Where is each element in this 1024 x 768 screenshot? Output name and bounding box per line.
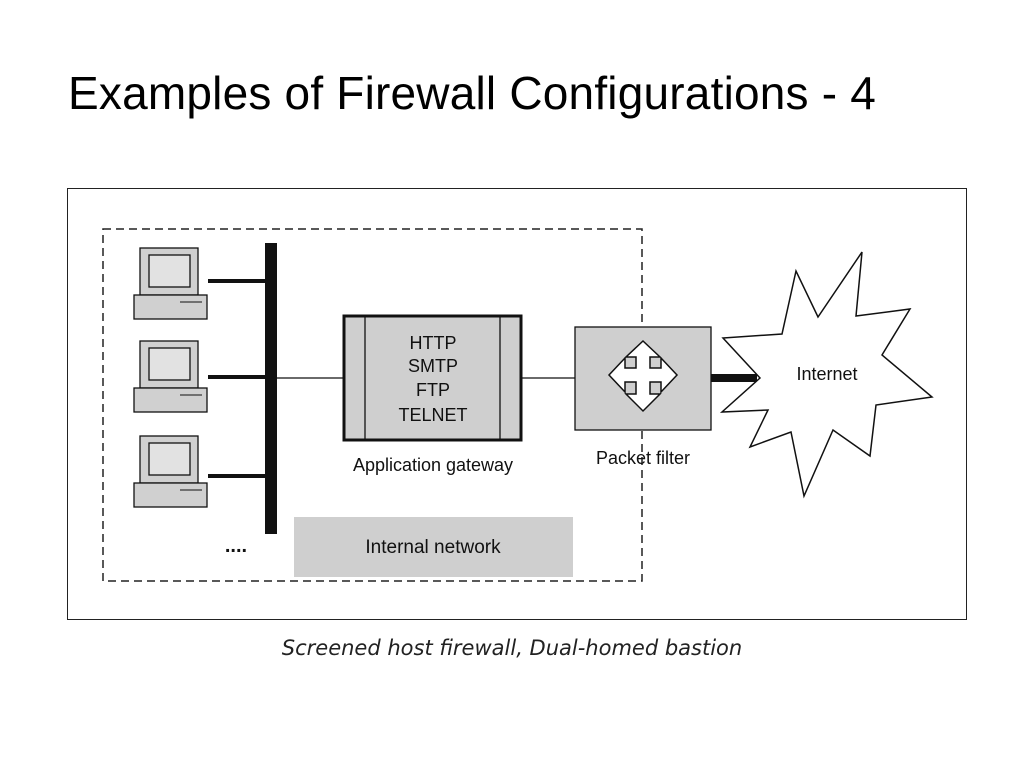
lan-bus [265,243,277,534]
gateway-protocol-ftp: FTP [416,380,450,400]
slide-title: Examples of Firewall Configurations - 4 [68,67,877,119]
computer-3 [133,435,266,508]
internal-network-label: Internal network [365,537,501,558]
more-hosts-ellipsis: .... [225,535,247,557]
gateway-protocol-smtp: SMTP [408,356,458,376]
internet-label: Internet [796,364,857,384]
figure-caption: Screened host firewall, Dual-homed basti… [281,636,743,660]
internal-network-label-box [294,517,573,577]
application-gateway-label: Application gateway [353,455,513,475]
packet-filter-label: Packet filter [596,448,690,468]
four-way-arrow-icon [607,339,679,413]
computer-1 [133,247,266,320]
internet-cloud [719,251,934,499]
gateway-protocol-telnet: TELNET [398,405,467,425]
gateway-protocol-http: HTTP [410,333,457,353]
application-gateway [342,314,523,442]
computer-2 [133,340,266,413]
